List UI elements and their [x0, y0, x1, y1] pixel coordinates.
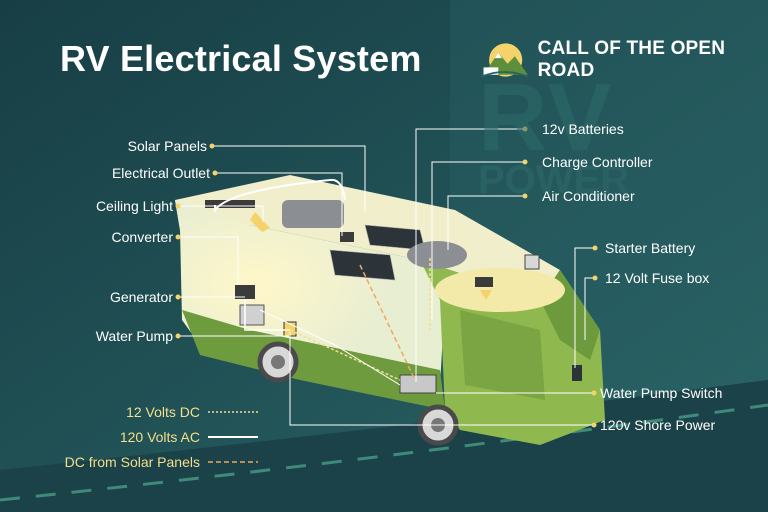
- label-electrical-outlet: Electrical Outlet: [111, 165, 210, 181]
- legend-label-120v-ac: 120 Volts AC: [119, 429, 200, 445]
- label-water-pump-switch: Water Pump Switch: [600, 385, 723, 401]
- label-air-conditioner: Air Conditioner: [542, 188, 635, 204]
- label-starter-battery: Starter Battery: [605, 240, 696, 256]
- legend-swatches: [208, 411, 258, 463]
- air-conditioner-unit: [282, 200, 344, 228]
- brand: CALL OF THE OPEN ROAD: [478, 38, 768, 81]
- solar-panel-1: [329, 249, 396, 281]
- label-fuse-box: 12 Volt Fuse box: [605, 270, 710, 286]
- page-title: RV Electrical System: [60, 38, 422, 79]
- label-12v-batteries: 12v Batteries: [542, 121, 624, 137]
- converter-box: [235, 285, 255, 299]
- label-charge-controller: Charge Controller: [542, 154, 653, 170]
- cab-light-fixture: [475, 277, 493, 287]
- brand-name: CALL OF THE OPEN ROAD: [537, 38, 726, 81]
- cab-light-icon: [480, 290, 492, 300]
- label-generator: Generator: [109, 289, 173, 305]
- watermark-line1: RV: [478, 64, 614, 171]
- label-water-pump: Water Pump: [95, 328, 173, 344]
- legend-label-12v-dc: 12 Volts DC: [126, 404, 200, 420]
- label-ceiling-light: Ceiling Light: [95, 198, 173, 214]
- label-shore-power: 120v Shore Power: [600, 417, 716, 433]
- leader-dots: [175, 126, 598, 428]
- leader-lines: [178, 128, 595, 426]
- label-solar-panels: Solar Panels: [127, 138, 207, 154]
- battery-box: [399, 374, 437, 394]
- legend-label-solar-dc: DC from Solar Panels: [64, 454, 200, 470]
- ceiling-light-icon: [250, 212, 270, 232]
- mountain-logo-icon: [481, 43, 529, 78]
- road-lane-marking: [0, 403, 768, 502]
- starter-battery-box: [524, 254, 540, 270]
- rv-components: [205, 178, 582, 394]
- fuse-box: [572, 365, 582, 381]
- roof-vent: [407, 241, 467, 269]
- watermark-line2: POWER: [478, 158, 630, 202]
- watermark: RV POWER: [478, 64, 630, 202]
- charge-controller-box: [340, 232, 354, 242]
- ceiling-light-fixture: [205, 200, 255, 208]
- label-converter: Converter: [111, 229, 173, 245]
- generator-box: [239, 304, 265, 326]
